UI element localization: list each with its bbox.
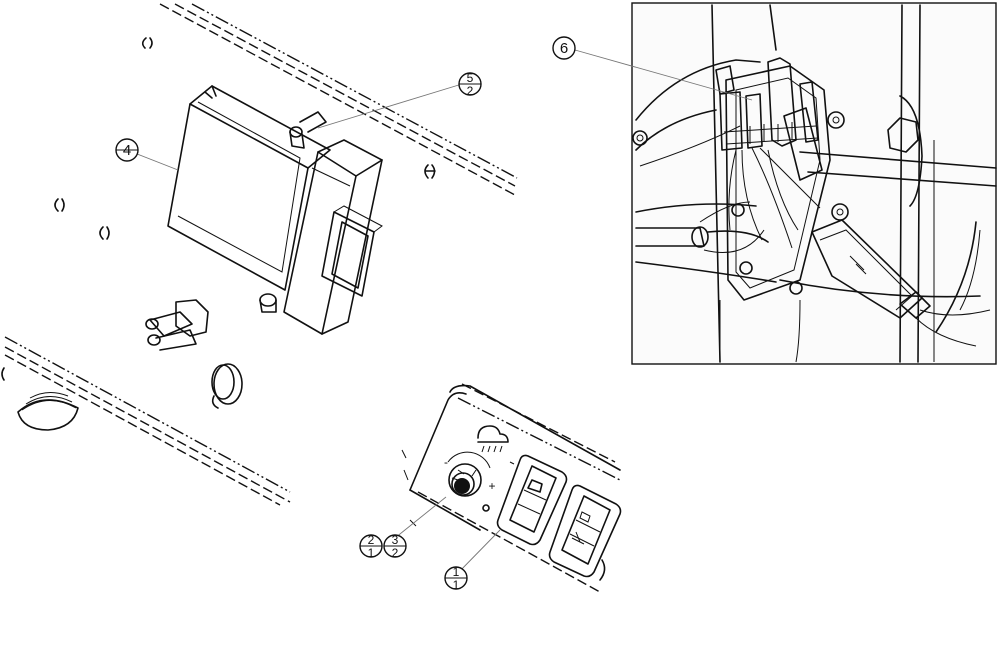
- switch-panel: [401, 383, 621, 593]
- callout-2-1-bottom: 1: [368, 546, 375, 560]
- panel-boundary-lower: [4, 336, 291, 506]
- rocker-switch-2[interactable]: [548, 484, 622, 578]
- photo-linework: [632, 4, 997, 363]
- callout-1-1: 1 1: [444, 565, 468, 592]
- dial-plus-label: +: [488, 479, 495, 493]
- ambient-icon: [477, 425, 509, 453]
- panel-boundary-upper: [159, 3, 518, 196]
- dial-minus-label: -: [444, 455, 448, 469]
- grommet: [211, 363, 243, 409]
- rocker-switch-1[interactable]: [482, 454, 568, 546]
- callout-3-2-top: 3: [392, 533, 399, 547]
- clip-left-2: [99, 226, 110, 240]
- callout-2-1: 2 1: [359, 533, 383, 560]
- callout-1-1-top: 1: [453, 565, 460, 579]
- clip-top: [141, 37, 153, 49]
- callout-3-2-bottom: 2: [392, 546, 399, 560]
- callout-5-2-bottom: 2: [467, 84, 474, 98]
- callout-3-2: 3 2: [383, 533, 407, 560]
- callout-5-2-top: 5: [467, 71, 474, 85]
- fan-speed-dial[interactable]: - +: [444, 451, 496, 497]
- callout-1-1-bottom: 1: [453, 578, 460, 592]
- callout-6-number: 6: [560, 40, 568, 57]
- fuse-holder: [145, 299, 209, 351]
- panel-cutout-plug: [17, 392, 79, 431]
- callout-2-1-top: 2: [368, 533, 375, 547]
- clip-right: [424, 164, 436, 179]
- harness-photo-inset: [631, 2, 997, 365]
- callout-4-number: 4: [123, 142, 131, 159]
- edge-clip: [1, 367, 5, 381]
- callout-5-2: 5 2: [458, 71, 482, 98]
- controller-module: [167, 85, 383, 335]
- callout-6: 6: [552, 36, 576, 60]
- callout-4: 4: [115, 138, 139, 162]
- clip-left-1: [54, 198, 65, 212]
